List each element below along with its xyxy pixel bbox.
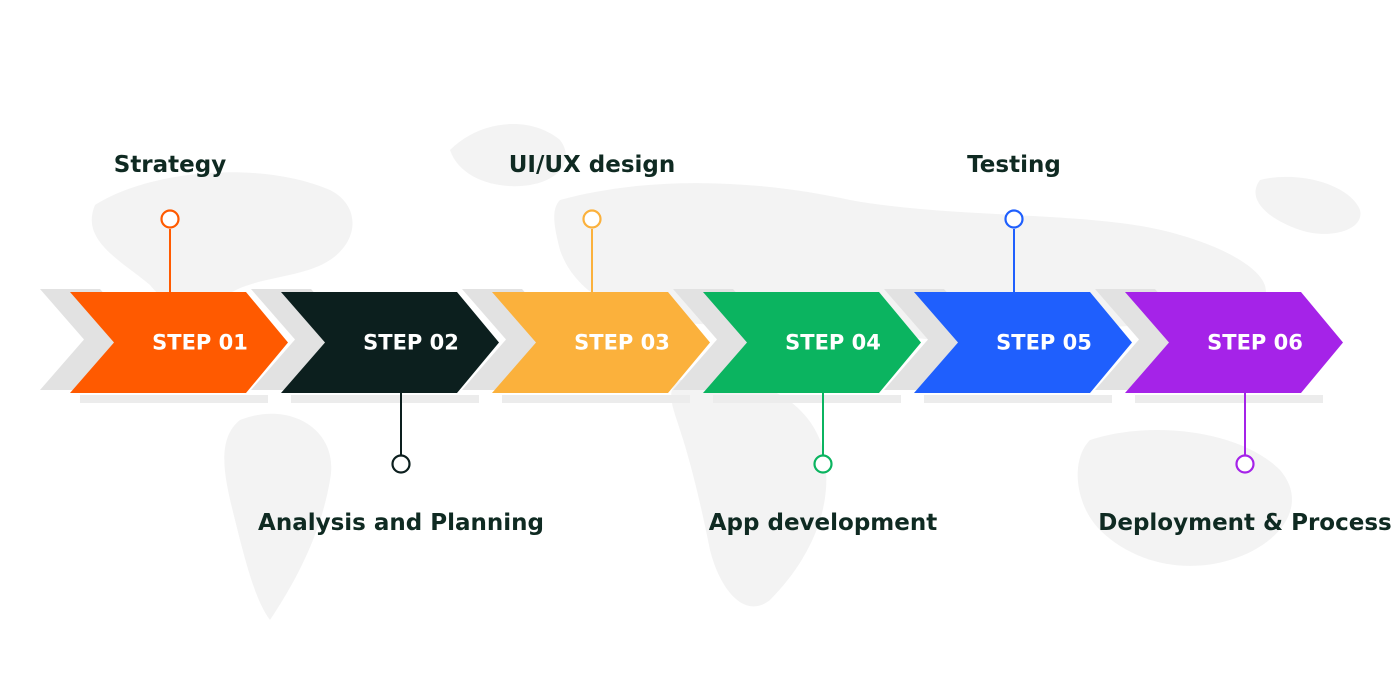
step-chevron <box>1125 292 1343 393</box>
step-title: UI/UX design <box>509 152 676 178</box>
chevron-bottom-shadow <box>291 395 479 403</box>
connector-node-icon <box>1004 209 1024 229</box>
step-chevron <box>703 292 921 393</box>
step-chevron <box>492 292 710 393</box>
step-title: App development <box>709 510 937 536</box>
step-title: Strategy <box>114 152 226 178</box>
step-chevron <box>70 292 288 393</box>
connector-node-icon <box>813 454 833 474</box>
step-number-label: STEP 04 <box>785 331 881 355</box>
connector-node-icon <box>582 209 602 229</box>
step-title: Deployment & Process <box>1098 510 1391 536</box>
chevron-bottom-shadow <box>502 395 690 403</box>
step-number-label: STEP 02 <box>363 331 459 355</box>
step-number-label: STEP 01 <box>152 331 248 355</box>
connectors <box>160 209 1255 474</box>
step-title: Analysis and Planning <box>258 510 544 536</box>
chevron-bottom-shadow <box>924 395 1112 403</box>
step-chevron <box>281 292 499 393</box>
connector-node-icon <box>1235 454 1255 474</box>
step-number-label: STEP 03 <box>574 331 670 355</box>
chevron-bottom-shadow <box>1135 395 1323 403</box>
chevron-bottom-shadow <box>713 395 901 403</box>
step-number-label: STEP 05 <box>996 331 1092 355</box>
step-title: Testing <box>967 152 1061 178</box>
step-number-label: STEP 06 <box>1207 331 1303 355</box>
chevron-bottom-shadow <box>80 395 268 403</box>
connector-node-icon <box>160 209 180 229</box>
step-chevron <box>914 292 1132 393</box>
chevron-row: STEP 01 STEP 02 STEP 03 STEP 04 STEP 05 STEP … <box>70 292 1343 393</box>
connector-node-icon <box>391 454 411 474</box>
